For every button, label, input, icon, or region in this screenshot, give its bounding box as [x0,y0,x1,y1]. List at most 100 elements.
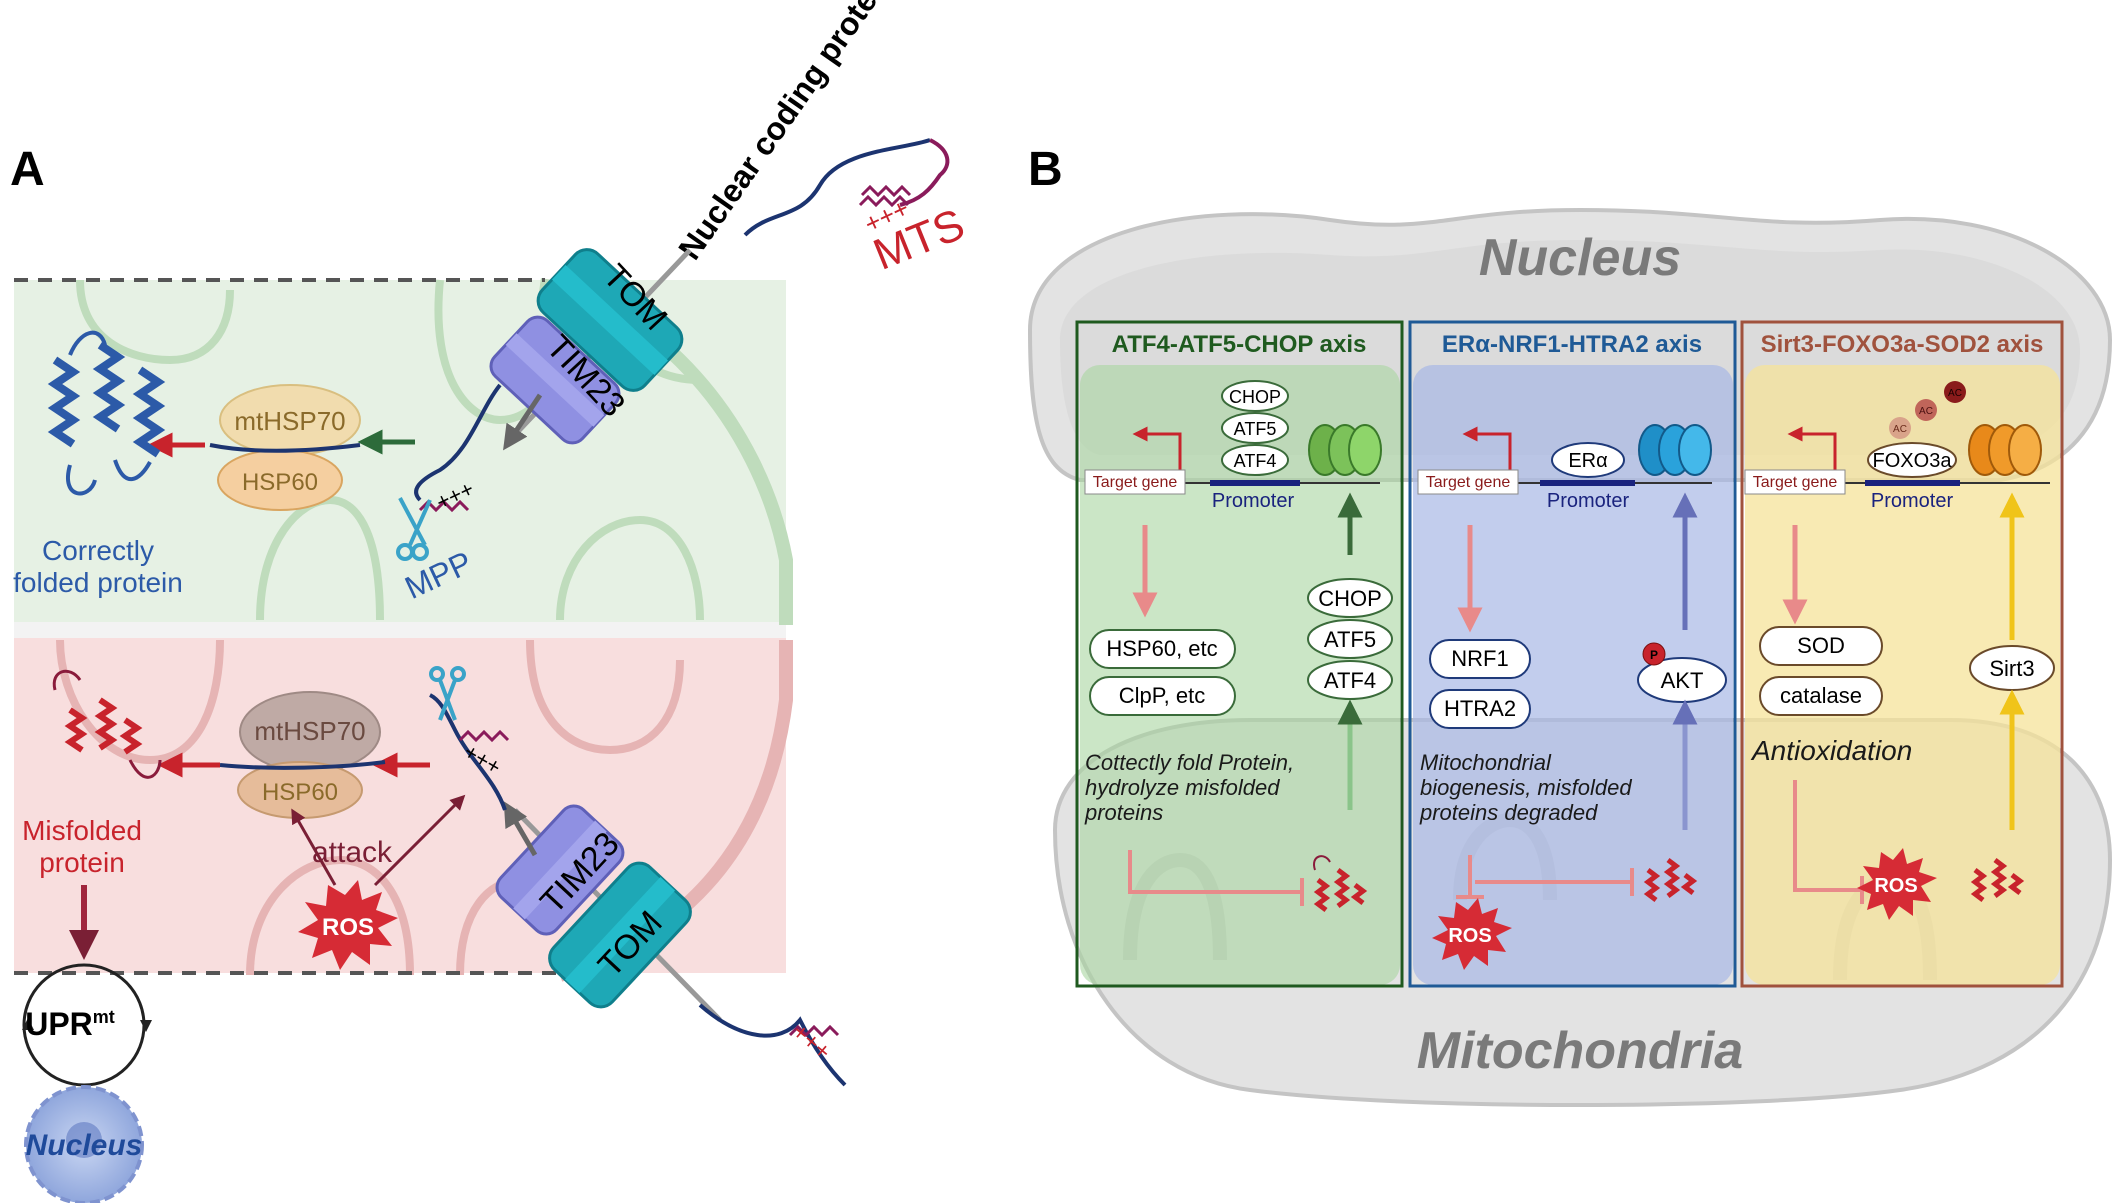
axis1-bg [1080,365,1400,985]
chain-in-chaperone-lower [219,760,386,770]
axis3-frame [1740,320,2064,988]
axis1-transcription-arrow [1132,426,1182,478]
axis3-acetyl-label-3: AC [1948,388,1962,399]
imported-chain-upper [414,383,502,502]
axis3-product-0-label: SOD [1797,633,1845,658]
mts-sequence [899,138,950,207]
misfolded-protein-icon [52,669,162,779]
tom-complex-lower [548,861,692,1009]
ros-attack-line-2 [373,794,466,887]
axis3-acetyl-label-2: AC [1919,406,1933,417]
panel-a: A ++ [10,0,971,1203]
hsp60-label-upper: HSP60 [242,469,318,496]
axis3-title: Sirt3-FOXO3a-SOD2 axis [1761,331,2044,358]
axis2-kinase-label: AKT [1661,668,1704,693]
axis2-product-1-label: HTRA2 [1444,696,1516,721]
axis3-sirt-label: Sirt3 [1989,656,2034,681]
tim23-complex-lower [495,804,625,936]
axis1-frame [1075,320,1404,988]
mthsp70-label-upper: mtHSP70 [234,406,345,436]
axis3-misfolded-protein-icon [1970,858,2025,902]
ros-burst-panel-a [298,880,398,970]
axis1-product-1 [1089,676,1236,716]
axis2-tf-top-label: ERα [1568,450,1607,472]
axis3-desc: Antioxidation [1750,735,1912,766]
upr-main: UPR [25,1006,93,1042]
imported-chain-lower [429,693,507,811]
axis3-inhibition-line [1793,780,1860,892]
chain-in-chaperone-upper [209,443,361,453]
mitochondria-title: Mitochondria [1417,1022,1743,1080]
axis3-acetyl-label-1: AC [1893,424,1907,435]
nucleus-title: Nucleus [1479,229,1681,287]
axis2-product-1 [1429,689,1531,729]
axis1-desc-line3: proteins [1084,800,1163,825]
folded-protein-icon [47,330,166,496]
axis1-tf-bottom-1-label: ATF5 [1324,627,1376,652]
axis1-desc-line2: hydrolyze misfolded [1085,775,1280,800]
axis1-target-gene-box [1084,469,1186,495]
axis1-desc-line1: Cottectly fold Protein, [1085,750,1294,775]
cleaved-mts-lower [458,729,510,743]
axis2-product-0-label: NRF1 [1451,646,1508,671]
axis1-tf-top-1-label: ATF5 [1234,419,1277,439]
axis2-panel: ERα-NRF1-HTRA2 axis ERα Target gene Prom… [1408,320,1737,988]
ros-attack-line-1 [291,808,337,886]
axis2-promoter-label: Promoter [1547,490,1630,512]
import-arrow-lower [503,801,538,857]
axis3-target-gene-label: Target gene [1753,474,1838,491]
axis3-product-1-label: catalase [1780,683,1862,708]
mts-lower [788,1024,840,1038]
axis1-inhibition-line [1128,850,1300,894]
axis1-nucleosome-icon [1308,424,1382,476]
axis2-desc-line3: proteins degraded [1419,800,1598,825]
axis2-desc-line1: Mitochondrial [1420,750,1552,775]
axis1-tf-top-0-label: CHOP [1229,387,1281,407]
panel-a-label: A [10,143,45,196]
panel-b: B Nucleus Mitochondria ATF4-ATF5-CHOP ax… [1027,143,2113,1107]
attack-label: attack [312,836,393,869]
axis2-bg [1413,365,1733,985]
axis3-ros-burst [1857,848,1937,920]
axis1-tf-bottom-2-label: ATF4 [1324,668,1376,693]
axis2-ros-burst [1432,898,1512,970]
axis3-tf-top-label: FOXO3a [1873,450,1953,472]
axis2-phospho-label: P [1650,648,1658,662]
axis3-bg [1745,365,2060,985]
axis2-frame [1408,320,1737,988]
axis2-desc-line2: biogenesis, misfolded [1420,775,1632,800]
axis2-product-0 [1429,639,1531,679]
upr-cycle-arrowhead-2 [140,1020,152,1032]
axis1-target-gene-label: Target gene [1093,474,1178,491]
axis1-product-0 [1089,629,1236,669]
import-arrow-upper [503,393,543,451]
axis3-target-gene-box [1744,469,1846,495]
axis2-phospho-icon [1642,642,1666,666]
axis1-tf-top-2-label: ATF4 [1234,451,1277,471]
correctly-folded-label-line2: folded protein [13,567,183,598]
correctly-folded-label-line1: Correctly [42,535,154,566]
misfolded-label-line2: protein [39,847,125,878]
axis3-promoter-label: Promoter [1871,490,1954,512]
axis3-acetyl-icon-3 [1944,381,1966,403]
axis1-panel: ATF4-ATF5-CHOP axis CHOP ATF5 ATF4 Targe… [1075,320,1404,988]
axis2-title: ERα-NRF1-HTRA2 axis [1442,331,1702,358]
axis3-panel: Sirt3-FOXO3a-SOD2 axis FOXO3a AC AC AC T… [1740,320,2064,988]
misfolded-label-line1: Misfolded [22,815,142,846]
axis1-tf-bottom-1 [1307,619,1393,659]
axis2-target-gene-label: Target gene [1426,474,1511,491]
axis1-product-1-label: ClpP, etc [1119,683,1205,708]
axis1-product-0-label: HSP60, etc [1106,636,1217,661]
mpp-scissors-icon [396,497,432,561]
axis1-promoter-label: Promoter [1212,490,1295,512]
axis3-ros-label: ROS [1874,875,1917,897]
nucleus-label-panel-a: Nucleus [26,1129,143,1162]
axis3-nucleosome-icon [1968,424,2042,476]
axis3-acetyl-icon-2 [1915,399,1937,421]
tom-complex-upper [536,248,684,392]
upr-cycle-arrowhead-1 [22,1018,34,1030]
axis2-misfolded-protein-icon [1643,858,1698,902]
axis1-title: ATF4-ATF5-CHOP axis [1112,331,1367,358]
nucleolus [66,1122,102,1158]
